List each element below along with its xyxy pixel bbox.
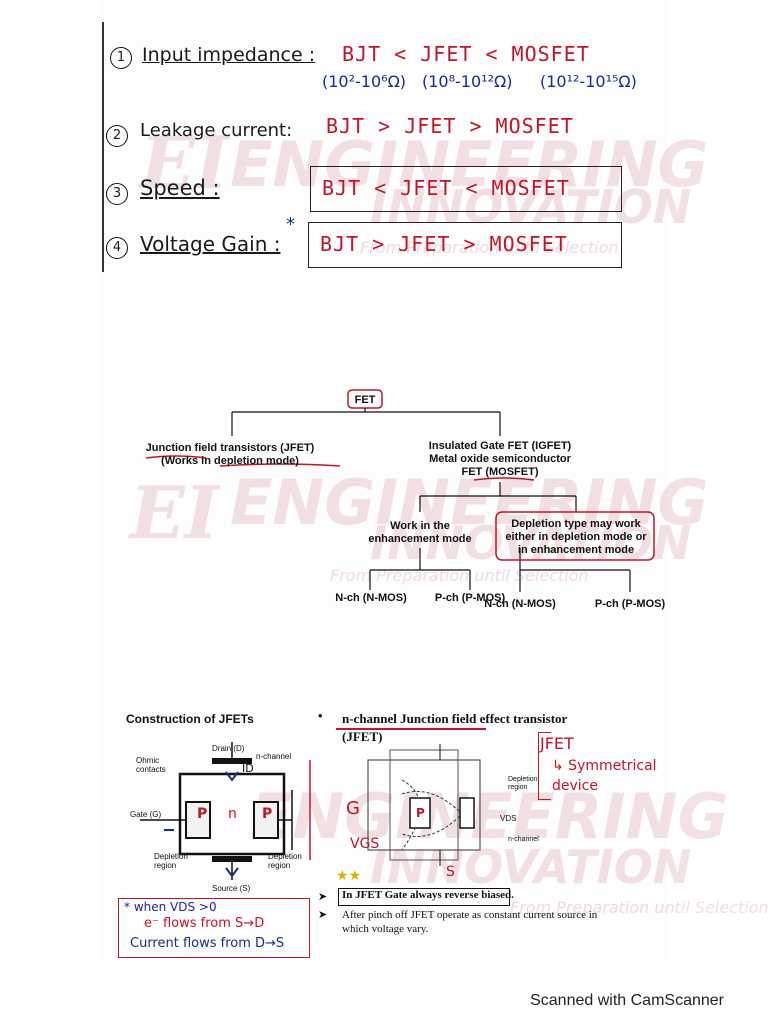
item-1-range-jfet: (10⁸-10¹²Ω): [422, 72, 513, 91]
tree-leaf-2: P-ch (P-MOS): [434, 592, 506, 604]
tree-igfet-1: Insulated Gate FET (IGFET): [428, 440, 572, 452]
nchannel-source: S: [446, 864, 455, 880]
item-3-value: BJT < JFET < MOSFET: [322, 176, 570, 200]
bullet-arrow-2: ➤: [318, 909, 328, 921]
side-note-2: ↳ Symmetrical device: [552, 758, 657, 794]
camscanner-footer: Scanned with CamScanner: [530, 992, 724, 1009]
watermark-tagline-2: From Preparation until Selection: [330, 566, 589, 585]
jfet-source: Source (S): [212, 884, 251, 893]
item-1-number: 1: [110, 44, 132, 69]
item-4-number: 4: [106, 234, 128, 259]
jfet-note-1: * when VDS >0: [124, 900, 217, 914]
nchannel-depletion: Depletion region: [508, 776, 538, 791]
nchannel-stars: ★★: [336, 868, 362, 884]
watermark-tagline: From Preparation until Selection: [360, 238, 619, 257]
tree-leaf-1: N-ch (N-MOS): [335, 592, 407, 604]
nchannel-heading: n-channel Junction field effect transist…: [342, 711, 568, 744]
tree-jfet: Junction field transistors (JFET) (Works…: [145, 442, 315, 467]
jfet-p-right: P: [262, 806, 273, 822]
item-2-number: 2: [106, 122, 128, 147]
jfet-note-3: Current flows from D→S: [130, 936, 285, 951]
tree-igfet-3: FET (MOSFET): [461, 466, 539, 478]
bullet-1: In JFET Gate always reverse biased.: [342, 889, 514, 901]
nchannel-vds: VDS: [500, 814, 517, 823]
tree-leaf-3: N-ch (N-MOS): [484, 598, 556, 610]
item-1-range-mosfet: (10¹²-10¹⁵Ω): [540, 72, 637, 91]
item-3-box: [310, 166, 622, 212]
jfet-title: Construction of JFETs: [126, 712, 254, 726]
item-4-value: BJT > JFET > MOSFET: [320, 232, 568, 256]
tree-depletion: Depletion type may work either in deplet…: [505, 518, 647, 556]
bullet-arrow-1: ➤: [318, 891, 328, 903]
nchannel-underline: [336, 728, 486, 730]
item-1-label: Input impedance :: [142, 44, 316, 66]
item-2-label: Leakage current:: [140, 120, 293, 141]
item-1-range-bjt: (10²-10⁶Ω): [322, 72, 407, 91]
nchannel-n-channel: n-channel: [508, 836, 539, 843]
margin-line: [102, 22, 104, 272]
bullet-1-box: [338, 888, 510, 906]
jfet-n-mid: n: [228, 806, 237, 822]
item-3-number: 3: [106, 180, 128, 205]
tree-igfet-2: Metal oxide semiconductor: [429, 453, 571, 465]
jfet-ohmic: Ohmic contacts: [136, 756, 166, 774]
nchannel-diagram: [367, 744, 481, 866]
jfet-p-left: P: [197, 806, 208, 822]
jfet-depl-right: Depletion region: [268, 852, 302, 870]
tree-enhancement: Work in the enhancement mode: [368, 520, 472, 545]
nchannel-bullet: •: [318, 708, 323, 723]
nchannel-gate: G: [346, 798, 360, 819]
nchannel-p: P: [416, 806, 425, 820]
item-2-value: BJT > JFET > MOSFET: [326, 114, 574, 138]
jfet-drain: Drain (D): [212, 744, 245, 753]
jfet-gate: Gate (G): [130, 810, 162, 819]
item-1-value: BJT < JFET < MOSFET: [342, 42, 590, 66]
bullet-2: After pinch off JFET operate as constant…: [342, 909, 598, 935]
jfet-depl-left: Depletion region: [154, 852, 188, 870]
jfet-id: ID: [242, 762, 254, 775]
jfet-construction-diagram: [140, 742, 311, 880]
scanned-page: ENGINEERING INNOVATION EI From Preparati…: [100, 0, 768, 960]
watermark-tagline-3: From Preparation until Selection: [510, 898, 768, 917]
item-3-label: Speed :: [140, 176, 220, 200]
side-note-bracket: [538, 732, 551, 800]
nchannel-vgs: VGS: [350, 836, 380, 852]
fet-tree-lines: [145, 389, 655, 592]
side-note-1: JFET: [540, 734, 574, 753]
item-4-star: *: [286, 214, 295, 235]
jfet-nchannel: n-channel: [256, 752, 292, 761]
tree-root: FET: [354, 394, 376, 406]
jfet-note-2: e⁻ flows from S→D: [144, 916, 265, 931]
tree-leaf-4: P-ch (P-MOS): [594, 598, 666, 610]
item-4-label: Voltage Gain :: [140, 232, 281, 256]
jfet-note-box: [118, 898, 310, 958]
item-4-box: [308, 222, 622, 268]
